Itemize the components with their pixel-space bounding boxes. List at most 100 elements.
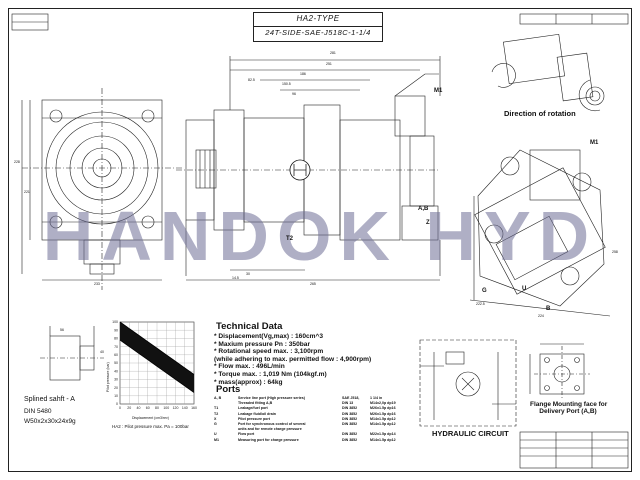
label-z: Z bbox=[426, 220, 430, 226]
dim-228: 228 bbox=[14, 160, 20, 164]
chart-xlabel: Displacement (cm3/rev) bbox=[132, 416, 169, 420]
port-id: X bbox=[214, 416, 217, 421]
port-std: SAE J518, bbox=[342, 396, 360, 400]
chart-y-tick: 80 bbox=[114, 337, 118, 341]
chart-band bbox=[120, 322, 194, 393]
label-b: B bbox=[546, 306, 551, 312]
chart-y-tick: 20 bbox=[114, 386, 118, 390]
port-size: M26x1.5p dp16 bbox=[370, 411, 396, 416]
tech-spec-line: * Displacement(Vg,max) : 160cm^3 bbox=[214, 333, 324, 340]
chart-x-tick: 20 bbox=[127, 406, 131, 410]
dim-30: 30 bbox=[246, 272, 250, 276]
dim-258: 258 bbox=[612, 250, 618, 254]
port-id: U bbox=[214, 432, 217, 437]
tech-spec-line: * Maxium pressure Pn : 350bar bbox=[214, 340, 311, 348]
tech-spec-line: * Rotational speed max. : 3,100rpm bbox=[214, 348, 324, 356]
port-desc: Leakage/fuel port bbox=[238, 406, 268, 411]
chart-y-tick: 60 bbox=[114, 353, 118, 357]
graph-caption: HA2 : Pilot pressure max. Pa = 100bar bbox=[112, 424, 189, 429]
tech-spec-line: (while adhering to max. permitted flow :… bbox=[214, 355, 372, 363]
port-id: A, B bbox=[214, 396, 222, 400]
port-id: M1 bbox=[214, 437, 219, 442]
dim-96: 96 bbox=[292, 92, 296, 96]
label-ab: A,B bbox=[418, 206, 429, 212]
flange-mounting-label: Flange Mounting face for Delivery Port (… bbox=[530, 401, 608, 415]
port-id: G bbox=[214, 422, 217, 426]
dim-233: 233 bbox=[94, 282, 100, 286]
chart-y-tick: 40 bbox=[114, 369, 118, 373]
dim-265: 265 bbox=[310, 282, 316, 286]
title-spec: 24T-SIDE-SAE-J518C-1-1/4 bbox=[265, 28, 371, 37]
port-desc: Pilot pressure port bbox=[238, 416, 270, 421]
tech-spec-line: * Torque max. : 1,019 Nm (104kgf.m) bbox=[214, 371, 327, 378]
chart-ylabel: Pilot pressure (bar) bbox=[106, 362, 110, 392]
chart-y-tick: 0 bbox=[116, 402, 118, 406]
chart-y-tick: 10 bbox=[114, 394, 118, 398]
chart-y-tick: 90 bbox=[114, 328, 118, 332]
brand-logo bbox=[289, 159, 311, 181]
dim-251: 251 bbox=[326, 62, 332, 66]
title-block: HA2-TYPE 24T-SIDE-SAE-J518C-1-1/4 bbox=[253, 12, 383, 42]
dim-82: 82.5 bbox=[248, 78, 255, 82]
chart-x-tick: 120 bbox=[173, 406, 179, 410]
dim-186: 186 bbox=[300, 72, 306, 76]
chart-x-tick: 60 bbox=[146, 406, 150, 410]
port-desc: Flow port bbox=[238, 432, 255, 437]
chart-series-line bbox=[119, 321, 195, 375]
port-size: 1 1/4 in bbox=[370, 396, 383, 400]
port-desc: Leakage fluid/oil drain bbox=[238, 411, 276, 416]
port-size: M14x1.5p dp12 bbox=[370, 416, 396, 421]
dim-224: 224 bbox=[538, 314, 544, 318]
direction-of-rotation-label: Direction of rotation bbox=[504, 109, 576, 118]
label-g: G bbox=[482, 288, 487, 294]
dim-56: 56 bbox=[60, 328, 64, 332]
port-size: M26x1.5p dp16 bbox=[370, 406, 396, 411]
port-std: DIN 3852 bbox=[342, 432, 358, 437]
flange-view bbox=[529, 343, 590, 400]
port-desc: Service line port (High pressure series) bbox=[238, 396, 305, 400]
dim-222: 222.5 bbox=[476, 302, 485, 306]
title-type: HA2-TYPE bbox=[296, 14, 340, 23]
chart-x-tick: 80 bbox=[155, 406, 159, 410]
chart-series-line bbox=[119, 339, 195, 393]
port-id: T2 bbox=[214, 411, 219, 416]
port-size: M14x1.5p dp12 bbox=[370, 437, 396, 442]
port-std: DIN 3852 bbox=[342, 406, 358, 411]
chart-x-tick: 0 bbox=[119, 406, 121, 410]
chart-y-tick: 70 bbox=[114, 345, 118, 349]
port-desc: Measuring port for charge pressure bbox=[238, 437, 299, 442]
bottom-view bbox=[469, 149, 611, 317]
port-id: T1 bbox=[214, 406, 219, 411]
chart-x-tick: 140 bbox=[182, 406, 188, 410]
port-std: DIN 13 bbox=[342, 401, 354, 406]
tech-spec-line: * mass(approx) : 64kg bbox=[214, 378, 283, 386]
port-desc: Port for synchronous control of several bbox=[238, 422, 306, 426]
dim-221: 221 bbox=[24, 190, 30, 194]
chart-x-tick: 40 bbox=[137, 406, 141, 410]
dim-281: 281 bbox=[330, 51, 336, 55]
label-t2: T2 bbox=[286, 236, 294, 242]
dim-14: 14.5 bbox=[232, 276, 239, 280]
port-size: M14x1.5p dp12 bbox=[370, 422, 396, 426]
port-desc: units and for remote charge pressure bbox=[238, 427, 302, 432]
watermark-text: HANDOK HYD bbox=[42, 197, 598, 275]
port-std: DIN 3852 bbox=[342, 411, 358, 416]
chart-y-tick: 50 bbox=[114, 361, 118, 365]
spline-view bbox=[40, 326, 104, 381]
chart-x-tick: 160 bbox=[191, 406, 197, 410]
ports-title: Ports bbox=[216, 384, 241, 395]
port-desc: Threaded fitting A,B bbox=[238, 401, 273, 406]
tech-spec-line: * Flow max. : 496L/min bbox=[214, 363, 285, 371]
tech-data-title: Technical Data bbox=[216, 321, 283, 332]
chart-y-tick: 30 bbox=[114, 378, 118, 382]
chart-x-tick: 100 bbox=[163, 406, 169, 410]
front-view bbox=[21, 88, 182, 290]
spline-spec-label: W50x2x30x24x9g bbox=[24, 418, 76, 425]
label-m1-top: M1 bbox=[434, 88, 443, 94]
dim-40: 40 bbox=[100, 350, 104, 354]
title-block-grid bbox=[11, 13, 629, 469]
port-size: M14x2,0p dp19 bbox=[370, 401, 396, 406]
port-std: DIN 3852 bbox=[342, 422, 358, 426]
